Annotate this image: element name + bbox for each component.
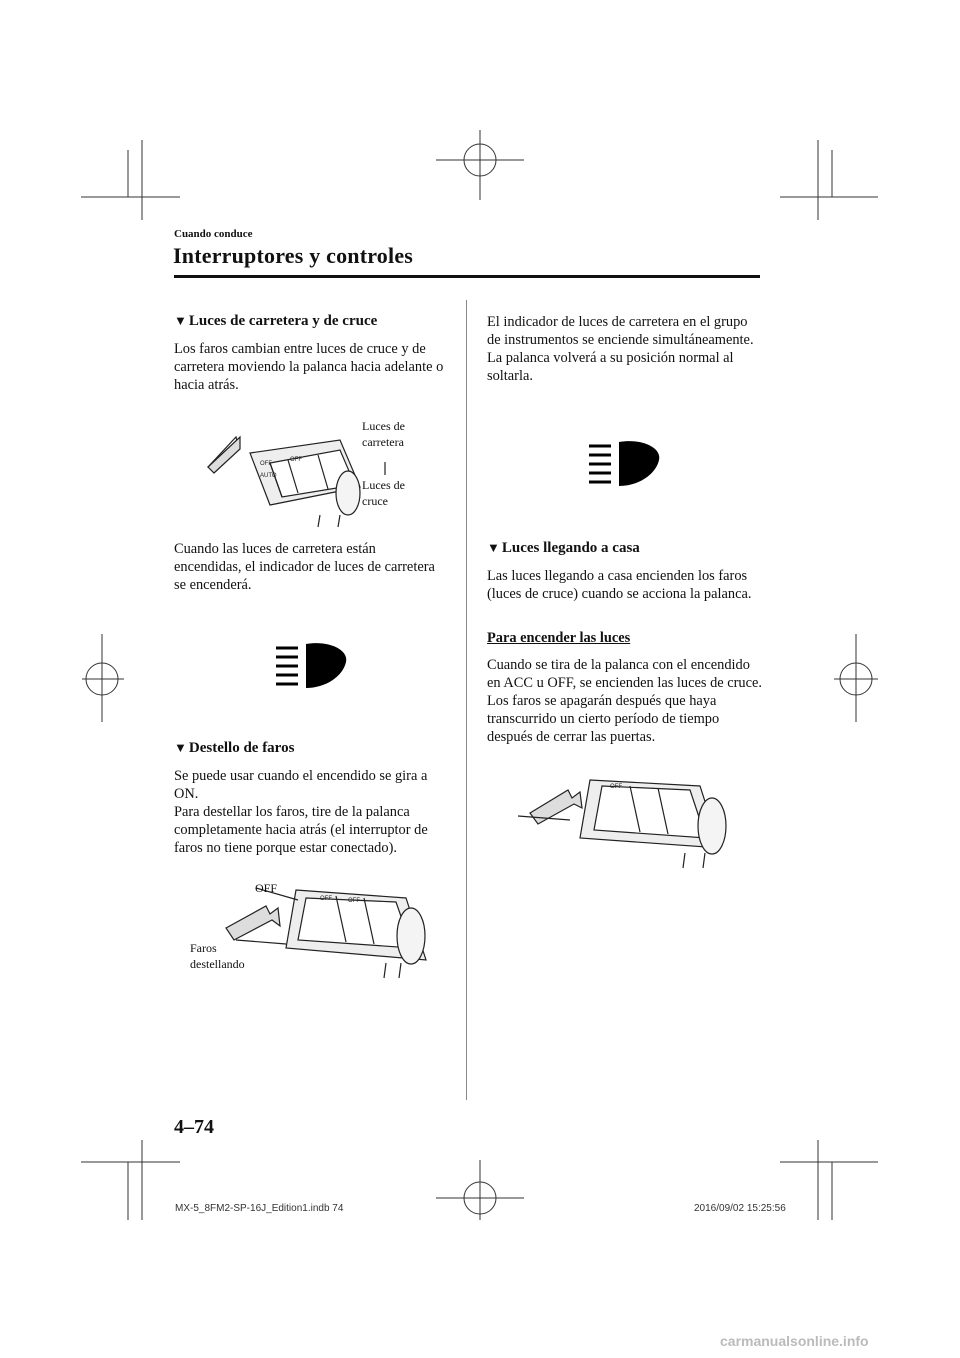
footer-file: MX-5_8FM2-SP-16J_Edition1.indb 74: [175, 1203, 344, 1214]
lever-marking-off: OFF: [610, 784, 622, 790]
triangle-icon: ▼: [174, 313, 187, 328]
watermark: carmanualsonline.info: [720, 1333, 869, 1349]
heading-coming-home: ▼Luces llegando a casa: [487, 540, 762, 557]
page-number: 4–74: [174, 1116, 214, 1138]
lever-figure-flash: OFF OFF: [225, 887, 427, 979]
paragraph-beam-switch: Los faros cambian entre luces de cruce y…: [174, 341, 444, 393]
lever-marking-off-2: OFF: [290, 457, 302, 463]
footer-timestamp: 2016/09/02 15:25:56: [694, 1203, 786, 1214]
label-high-beam: Luces de carretera: [362, 419, 405, 449]
lever-marking-auto: AUTO: [260, 473, 277, 479]
triangle-icon: ▼: [174, 740, 187, 755]
label-off: OFF: [255, 881, 278, 895]
paragraph-flash-how: Para destellar los faros, tire de la pal…: [174, 804, 428, 856]
column-divider: [466, 300, 467, 1100]
heading-text: Luces llegando a casa: [501, 540, 640, 556]
paragraph-coming-home: Las luces llegando a casa encienden los …: [487, 568, 752, 602]
page-title: Interruptores y controles: [173, 243, 414, 268]
triangle-icon: ▼: [487, 540, 500, 555]
paragraph-flash-on: Se puede usar cuando el encendido se gir…: [174, 768, 428, 802]
heading-text: Destello de faros: [188, 740, 295, 756]
heading-text: Luces de carretera y de cruce: [188, 313, 378, 329]
high-beam-indicator-icon: [276, 643, 347, 688]
header-rule: [174, 275, 760, 278]
lever-marking-off: OFF: [320, 896, 332, 902]
lever-figure-high-low: OFF OFF AUTO: [207, 435, 386, 528]
section-label: Cuando conduce: [174, 228, 253, 240]
subheading-turn-on: Para encender las luces: [487, 630, 631, 646]
lever-marking-off-2: OFF: [348, 898, 360, 904]
lever-figure-coming-home: OFF: [517, 779, 727, 869]
heading-flash: ▼Destello de faros: [174, 740, 444, 757]
heading-high-low-beams: ▼Luces de carretera y de cruce: [174, 313, 444, 330]
high-beam-indicator-icon: [589, 441, 660, 486]
paragraph-indicator: Cuando las luces de carretera están ence…: [174, 541, 435, 593]
paragraph-auto-off: Los faros se apagarán después que haya t…: [487, 693, 720, 745]
lever-marking-off: OFF: [260, 461, 272, 467]
label-low-beam: Luces de cruce: [362, 478, 405, 508]
paragraph-pull-lever: Cuando se tira de la palanca con el ence…: [487, 657, 762, 691]
paragraph-indicator-on: El indicador de luces de carretera en el…: [487, 314, 754, 384]
label-flashing: Faros destellando: [190, 941, 245, 971]
